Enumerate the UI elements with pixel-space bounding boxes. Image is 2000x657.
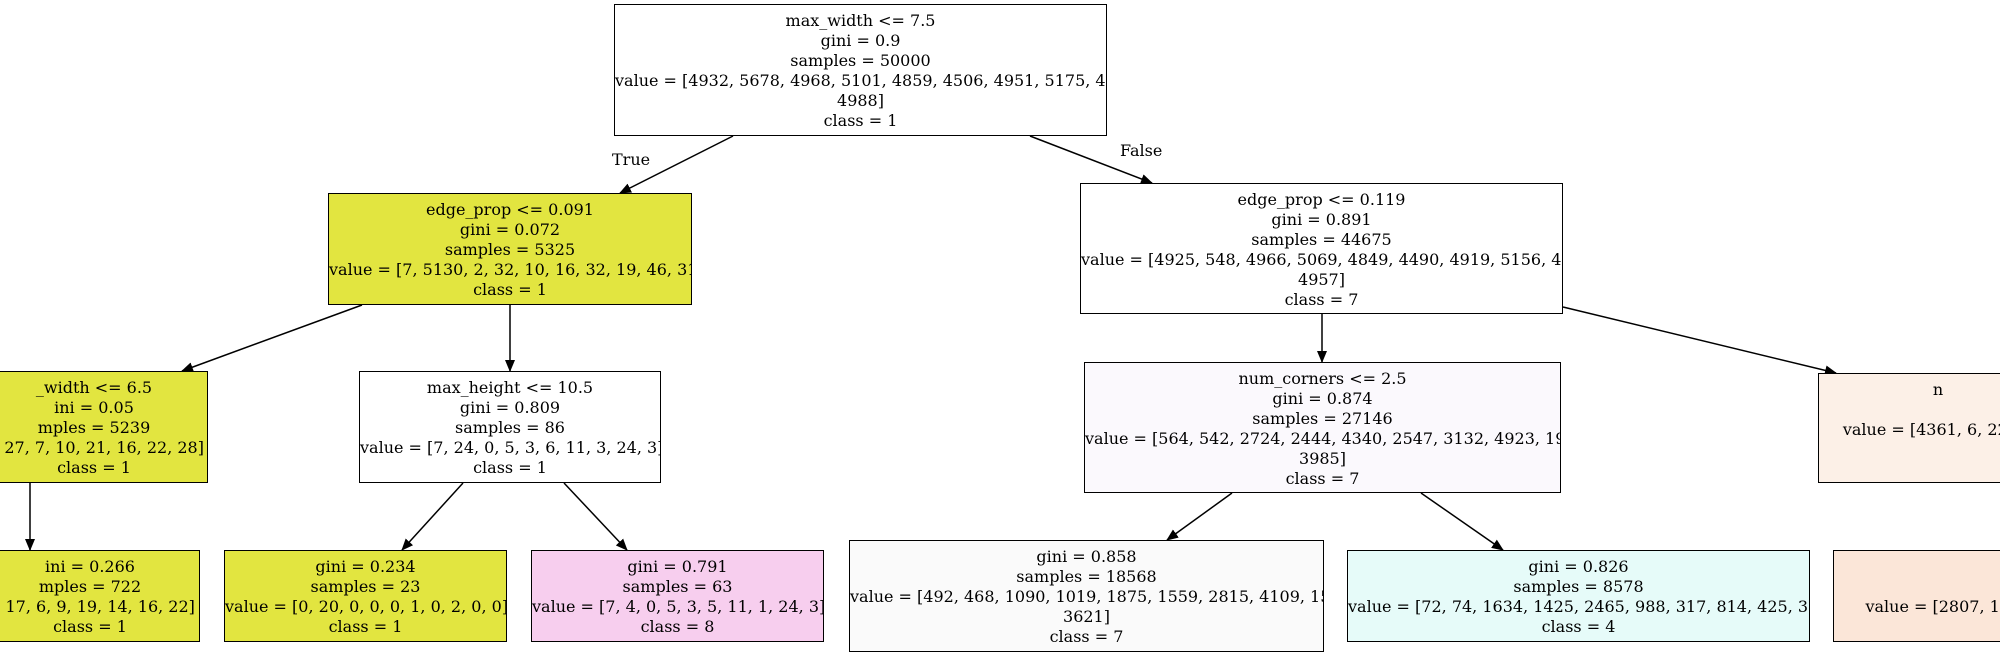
node-text-line: _width <= 6.5 xyxy=(35,378,153,397)
node-text-line: value = [4932, 5678, 4968, 5101, 4859, 4… xyxy=(615,71,1107,90)
node-text-line: 2, 17, 6, 9, 19, 14, 16, 22] xyxy=(0,597,195,616)
true-edge-label: True xyxy=(612,150,651,169)
node-text-line xyxy=(1834,577,2000,597)
edge-lr-lrr xyxy=(563,482,628,551)
node-text-line: class = 1 xyxy=(823,111,898,130)
node-text-line: samples = 5325 xyxy=(444,240,576,259)
node-text-line: 2, 27, 7, 10, 21, 16, 22, 28] xyxy=(0,438,204,457)
node-text-line: class = 4 xyxy=(1541,617,1616,636)
edge-rl-rll xyxy=(1166,492,1233,541)
edge-right-rr xyxy=(1562,306,1837,376)
right-right-left-leaf: value = [2807, 1, 447 xyxy=(1833,550,2000,642)
node-text-line: class = 8 xyxy=(640,617,715,636)
node-text-line: 3621] xyxy=(1063,607,1110,626)
node-text-line xyxy=(1834,557,2000,577)
node-text-line: samples = 8578 xyxy=(1513,577,1644,596)
node-text-line: class = 1 xyxy=(473,280,547,299)
node-text-line: gini = 0.826 xyxy=(1528,557,1629,576)
node-text-line: class = 7 xyxy=(1285,469,1360,488)
node-text-line: value = [564, 542, 2724, 2444, 4340, 254… xyxy=(1085,429,1561,448)
node-text-line: value = [7, 5130, 2, 32, 10, 16, 32, 19,… xyxy=(329,260,692,279)
node-text-line: gini = 0.072 xyxy=(459,220,561,239)
node-text-line: num_corners <= 2.5 xyxy=(1238,369,1407,388)
node-text-line: samples = 23 xyxy=(310,577,421,596)
node-text-line: class = 1 xyxy=(57,458,131,477)
node-text-line: samples = 63 xyxy=(622,577,733,596)
node-text-line: value = [72, 74, 1634, 1425, 2465, 988, … xyxy=(1348,597,1810,616)
edge-left-ll xyxy=(181,304,363,372)
node-text-line: gini = 0.858 xyxy=(1036,547,1137,566)
edge-rl-rlr xyxy=(1420,492,1504,551)
node-text-line: gini = 0.234 xyxy=(315,557,416,576)
node-text-line: value = [7, 24, 0, 5, 3, 6, 11, 3, 24, 3… xyxy=(360,438,661,457)
edge-root-right xyxy=(1029,135,1153,184)
node-text-line: ini = 0.05 xyxy=(54,398,134,417)
node-text-line: value = [492, 468, 1090, 1019, 1875, 155… xyxy=(850,587,1324,606)
node-text-line: value = [7, 4, 0, 5, 3, 5, 11, 1, 24, 3] xyxy=(532,597,824,616)
node-text-line: samples = 18568 xyxy=(1016,567,1157,586)
node-text-line: max_height <= 10.5 xyxy=(426,378,594,397)
node-text-line: samples = 27146 xyxy=(1252,409,1393,428)
node-text-line: class = 7 xyxy=(1049,627,1124,646)
node-text-line: 4957] xyxy=(1298,270,1345,289)
node-text-line: edge_prop <= 0.091 xyxy=(426,200,594,219)
node-text-line: 3985] xyxy=(1299,449,1346,468)
node-text-line: value = [0, 20, 0, 0, 0, 1, 0, 2, 0, 0] xyxy=(225,597,507,616)
node-text-line: samples = 50000 xyxy=(790,51,931,70)
node-text-line: max_width <= 7.5 xyxy=(785,11,936,30)
node-text-line: gini = 0.809 xyxy=(459,398,561,417)
false-edge-label: False xyxy=(1120,141,1163,160)
node-text-line: mples = 5239 xyxy=(37,418,151,437)
node-text-line xyxy=(1819,400,2000,420)
node-text-line: value = [4925, 548, 4966, 5069, 4849, 44… xyxy=(1081,250,1563,269)
edge-root-left xyxy=(619,135,734,194)
node-text-line: edge_prop <= 0.119 xyxy=(1237,190,1406,209)
node-text-line: 4988] xyxy=(837,91,884,110)
node-text-line: gini = 0.9 xyxy=(820,31,901,50)
node-text-line: gini = 0.791 xyxy=(627,557,728,576)
node-text-line: class = 1 xyxy=(328,617,403,636)
node-text-line: gini = 0.874 xyxy=(1272,389,1373,408)
node-text-line: value = [4361, 6, 2242, xyxy=(1842,420,2000,439)
node-text-line: class = 7 xyxy=(1284,290,1359,309)
node-text-line: mples = 722 xyxy=(38,577,142,596)
node-text-line: ini = 0.266 xyxy=(45,557,135,576)
node-text-line: class = 1 xyxy=(53,617,127,636)
node-text-line: class = 1 xyxy=(473,458,547,477)
node-text-line: samples = 86 xyxy=(455,418,565,437)
node-text-line: n xyxy=(1932,380,1944,399)
node-text-line: value = [2807, 1, 447 xyxy=(1865,597,2000,616)
node-text-line: samples = 44675 xyxy=(1251,230,1392,249)
right-right-node: n value = [4361, 6, 2242, xyxy=(1818,373,2000,483)
edge-lr-lrl xyxy=(401,482,464,551)
node-text-line: gini = 0.891 xyxy=(1271,210,1372,229)
